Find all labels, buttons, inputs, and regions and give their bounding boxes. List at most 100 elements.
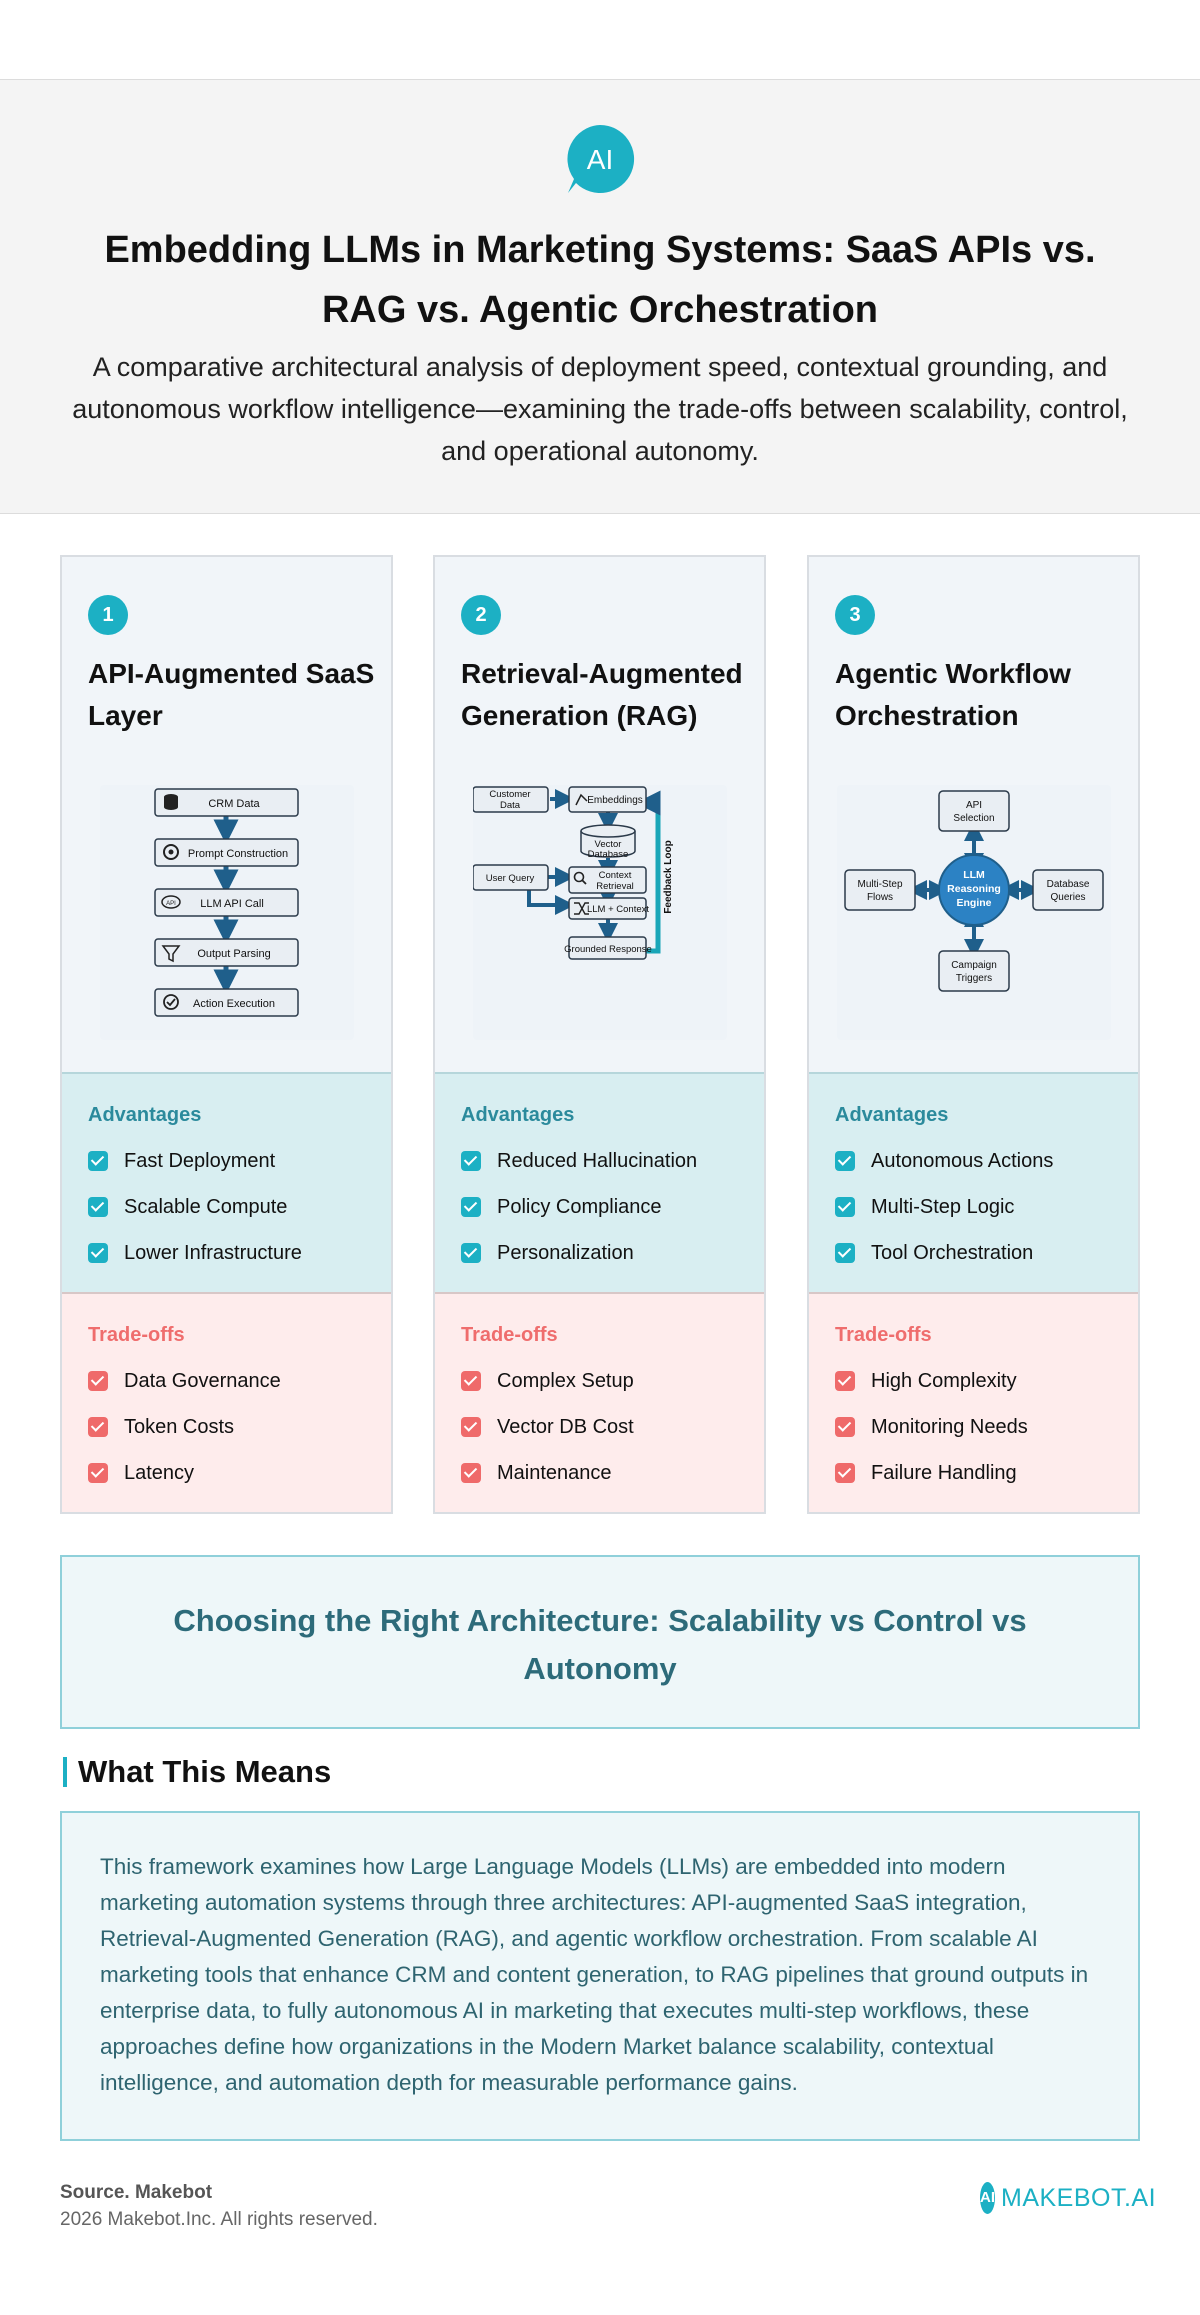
node-label: Customer	[489, 789, 530, 800]
card-header: 2 Retrieval-Augmented Generation (RAG)	[435, 557, 764, 1072]
svg-text:API: API	[166, 901, 176, 907]
card-number: 2	[461, 595, 501, 635]
checkbox-icon	[835, 1417, 855, 1437]
check-circle-icon	[163, 994, 179, 1010]
node-embeddings: Embeddings	[568, 786, 647, 813]
node-label: Campaign	[951, 960, 997, 971]
checkbox-icon	[461, 1151, 481, 1171]
tradeoff-item: Latency	[88, 1458, 194, 1488]
checkbox-icon	[88, 1243, 108, 1263]
card-title: API-Augmented SaaS Layer	[88, 658, 375, 731]
checkbox-icon	[835, 1243, 855, 1263]
tradeoff-item: Maintenance	[461, 1458, 612, 1488]
header-section: AI Embedding LLMs in Marketing Systems: …	[0, 79, 1200, 514]
checkbox-icon	[835, 1197, 855, 1217]
tradeoff-item: Complex Setup	[461, 1366, 634, 1396]
makebot-logo-word: MAKEBOT.AI	[1001, 2183, 1157, 2212]
checkbox-icon	[88, 1197, 108, 1217]
choose-architecture-text: Choosing the Right Architecture: Scalabi…	[173, 1603, 1027, 1686]
database-icon	[164, 794, 178, 810]
advantages-section: Advantages Fast Deployment Scalable Comp…	[62, 1072, 391, 1294]
checkbox-icon	[835, 1463, 855, 1483]
copyright-text: 2026 Makebot.Inc. All rights reserved.	[60, 2209, 378, 2230]
advantage-item: Policy Compliance	[461, 1192, 662, 1222]
node-label: Grounded Response	[564, 944, 652, 955]
page-subtitle: A comparative architectural analysis of …	[72, 352, 1128, 466]
advantages-label: Advantages	[88, 1104, 202, 1126]
cloud-api-icon: API	[161, 895, 181, 909]
api-flow-diagram: CRM Data Prompt Construction API LLM API…	[100, 785, 354, 1040]
node-label: Queries	[1050, 892, 1085, 903]
advantage-item: Reduced Hallucination	[461, 1146, 697, 1176]
card-agentic: 3 Agentic Workflow Orchestration LLM	[807, 555, 1140, 1514]
advantage-item: Tool Orchestration	[835, 1238, 1033, 1268]
section-accent-bar	[63, 1757, 67, 1787]
advantage-item: Lower Infrastructure	[88, 1238, 302, 1268]
card-title: Retrieval-Augmented Generation (RAG)	[461, 658, 743, 731]
node-label: LLM	[963, 869, 985, 881]
tradeoffs-section: Trade-offs Complex Setup Vector DB Cost …	[435, 1294, 764, 1512]
node-label: API	[966, 800, 982, 811]
makebot-logo-icon: AI	[980, 2182, 995, 2214]
node-label: Reasoning	[947, 883, 1001, 895]
node-label: Action Execution	[193, 998, 275, 1010]
node-label: Embeddings	[587, 795, 643, 806]
node-context-retrieval: Context Retrieval	[568, 866, 647, 894]
tradeoff-item: Data Governance	[88, 1366, 281, 1396]
advantage-item: Multi-Step Logic	[835, 1192, 1014, 1222]
checkbox-icon	[835, 1151, 855, 1171]
makebot-logo[interactable]: AI MAKEBOT.AI	[980, 2180, 1156, 2216]
checkbox-icon	[461, 1463, 481, 1483]
checkbox-icon	[88, 1417, 108, 1437]
tradeoff-item: High Complexity	[835, 1366, 1017, 1396]
feedback-loop-label: Feedback Loop	[663, 840, 674, 913]
agentic-hub-diagram: LLM Reasoning Engine API Selection Multi…	[837, 785, 1111, 1040]
tradeoffs-label: Trade-offs	[461, 1324, 558, 1346]
node-database-queries: Database Queries	[1032, 869, 1104, 911]
card-header: 3 Agentic Workflow Orchestration LLM	[809, 557, 1138, 1072]
search-icon	[573, 871, 587, 885]
node-label: Multi-Step	[857, 879, 902, 890]
card-title: Agentic Workflow Orchestration	[835, 658, 1071, 731]
advantages-label: Advantages	[461, 1104, 575, 1126]
tradeoff-item: Token Costs	[88, 1412, 234, 1442]
node-label: Context	[599, 870, 632, 881]
node-label: Engine	[956, 897, 991, 909]
means-text: This framework examines how Large Langua…	[100, 1854, 1089, 2095]
node-label: Data	[500, 800, 521, 811]
tradeoff-item: Failure Handling	[835, 1458, 1017, 1488]
checkbox-icon	[461, 1371, 481, 1391]
tradeoff-item: Vector DB Cost	[461, 1412, 634, 1442]
checkbox-icon	[835, 1371, 855, 1391]
card-rag: 2 Retrieval-Augmented Generation (RAG)	[433, 555, 766, 1514]
node-label: Output Parsing	[197, 948, 270, 960]
card-number: 3	[835, 595, 875, 635]
tradeoff-item: Monitoring Needs	[835, 1412, 1028, 1442]
shuffle-icon	[574, 902, 589, 915]
card-api-saas: 1 API-Augmented SaaS Layer C	[60, 555, 393, 1514]
advantage-item: Personalization	[461, 1238, 634, 1268]
node-multi-step-flows: Multi-Step Flows	[844, 869, 916, 911]
node-user-query: User Query	[472, 864, 549, 891]
choose-architecture-banner: Choosing the Right Architecture: Scalabi…	[60, 1555, 1140, 1729]
checkbox-icon	[88, 1463, 108, 1483]
node-label: Vector	[595, 839, 622, 850]
node-label: Prompt Construction	[188, 848, 288, 860]
node-crm-data: CRM Data	[154, 788, 299, 817]
advantage-item: Fast Deployment	[88, 1146, 275, 1176]
checkbox-icon	[88, 1151, 108, 1171]
node-output-parsing: Output Parsing	[154, 938, 299, 967]
node-label: Flows	[867, 892, 893, 903]
checkbox-icon	[461, 1243, 481, 1263]
advantages-label: Advantages	[835, 1104, 949, 1126]
node-label: CRM Data	[208, 798, 260, 810]
advantage-item: Scalable Compute	[88, 1192, 287, 1222]
node-label: Triggers	[956, 973, 992, 984]
advantage-item: Autonomous Actions	[835, 1146, 1053, 1176]
ai-logo-icon: AI	[564, 123, 636, 195]
node-label: LLM + Context	[587, 904, 649, 915]
node-llm-api-call: API LLM API Call	[154, 888, 299, 917]
card-header: 1 API-Augmented SaaS Layer C	[62, 557, 391, 1072]
means-box: This framework examines how Large Langua…	[60, 1811, 1140, 2141]
page-title: Embedding LLMs in Marketing Systems: Saa…	[104, 229, 1096, 331]
